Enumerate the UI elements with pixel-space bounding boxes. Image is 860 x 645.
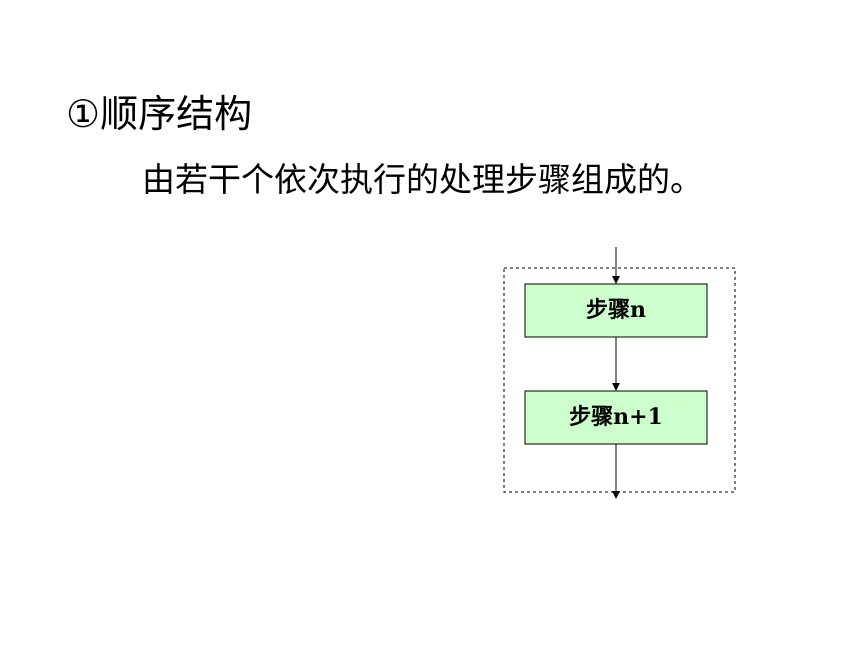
step-label-1: 步骤n (586, 297, 646, 323)
step-label-2: 步骤n+1 (569, 404, 663, 430)
section-heading: ①顺序结构 (66, 92, 253, 136)
section-description: 由若干个依次执行的处理步骤组成的。 (142, 160, 703, 199)
step-box-2 (524, 390, 708, 445)
